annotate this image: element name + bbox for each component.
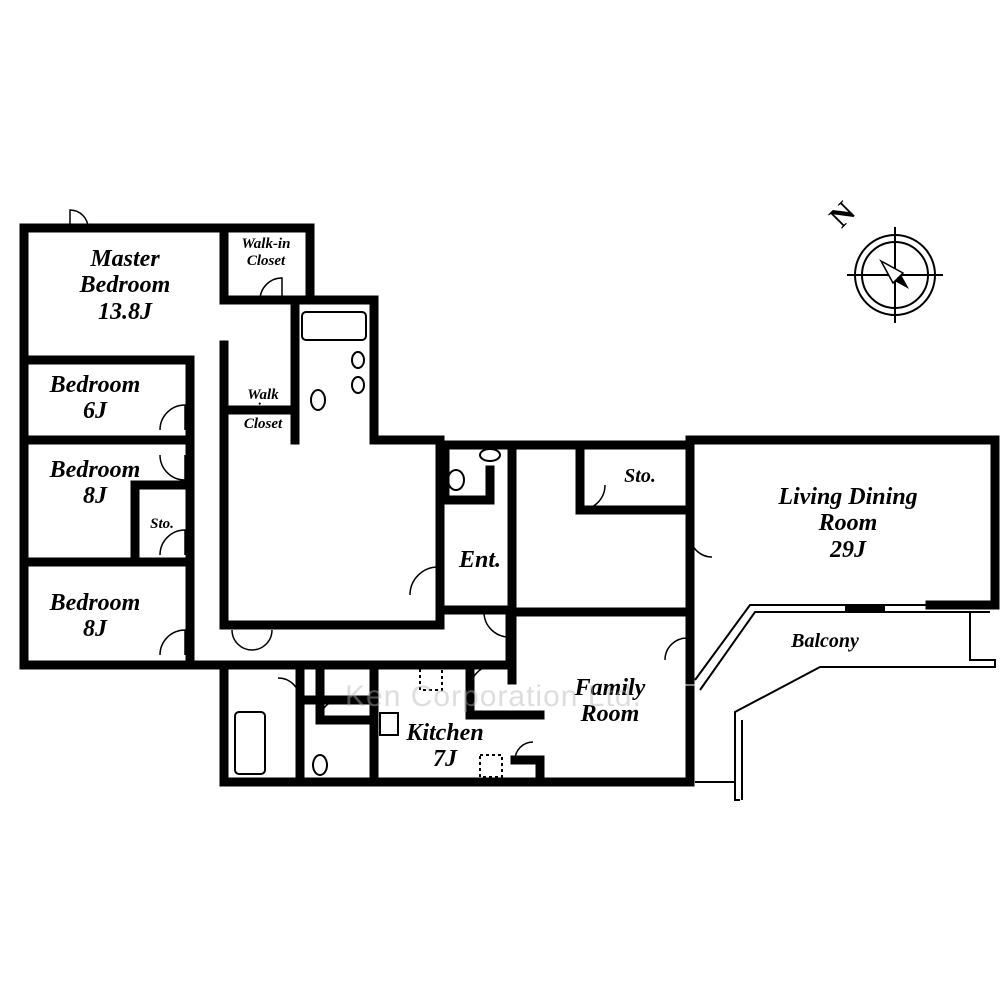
room-name: Master — [90, 246, 160, 272]
room-size: 7J — [433, 746, 457, 773]
room-name: Bedroom — [49, 457, 141, 483]
room-size: 29J — [830, 536, 866, 563]
stove — [379, 712, 399, 736]
balcony-outline — [694, 604, 996, 801]
toilet-3 — [447, 469, 465, 491]
sink — [419, 667, 443, 691]
room-size: 13.8J — [98, 298, 152, 325]
compass-rose-icon — [847, 227, 943, 323]
room-name: Bedroom — [49, 590, 141, 616]
bedroom-6j-label: Bedroom 6J — [35, 372, 155, 425]
fixtures — [234, 311, 503, 778]
living-dining-room-label: Living Dining Room 29J — [748, 484, 948, 563]
room-name: Kitchen — [406, 720, 484, 746]
entrance-label: Ent. — [458, 547, 502, 573]
room-name: Bedroom — [49, 372, 141, 398]
bedroom-8j-2-label: Bedroom 8J — [35, 590, 155, 643]
room-name: Living Dining — [778, 484, 918, 510]
room-size: 8J — [83, 483, 107, 510]
storage-2-label: Sto. — [624, 465, 656, 487]
room-name: Closet — [246, 252, 286, 269]
family-room-label: Family Room — [555, 675, 665, 728]
storage-label: Sto. — [150, 516, 174, 532]
kitchen-label: Kitchen 7J — [390, 720, 500, 773]
walk-in-closet-label: Walk-in Closet — [228, 236, 304, 269]
room-name: Closet — [243, 415, 283, 432]
room-size: 8J — [83, 616, 107, 643]
room-name: in — [256, 401, 270, 418]
room-name: Room — [580, 701, 640, 728]
room-name: Family — [574, 675, 646, 701]
balcony-label: Balcony — [791, 630, 859, 652]
toilet-1 — [310, 389, 326, 411]
room-name: Walk — [247, 387, 279, 403]
master-bedroom-label: Master Bedroom 13.8J — [60, 246, 190, 325]
exterior-walls — [19, 223, 1000, 787]
room-name: Walk-in — [241, 236, 291, 252]
room-size: 6J — [83, 398, 107, 425]
room-name: Bedroom — [79, 272, 171, 299]
bedroom-8j-label: Bedroom 8J — [35, 457, 155, 510]
room-name: Room — [818, 510, 878, 537]
doors — [69, 209, 713, 761]
walk-in-closet-2-label: Walk in Closet — [230, 387, 296, 432]
watermark: Ken Corporation Ltd. — [345, 680, 642, 713]
bathtub-2 — [234, 711, 266, 775]
bathtub-1 — [301, 311, 367, 341]
toilet-2 — [312, 754, 328, 776]
